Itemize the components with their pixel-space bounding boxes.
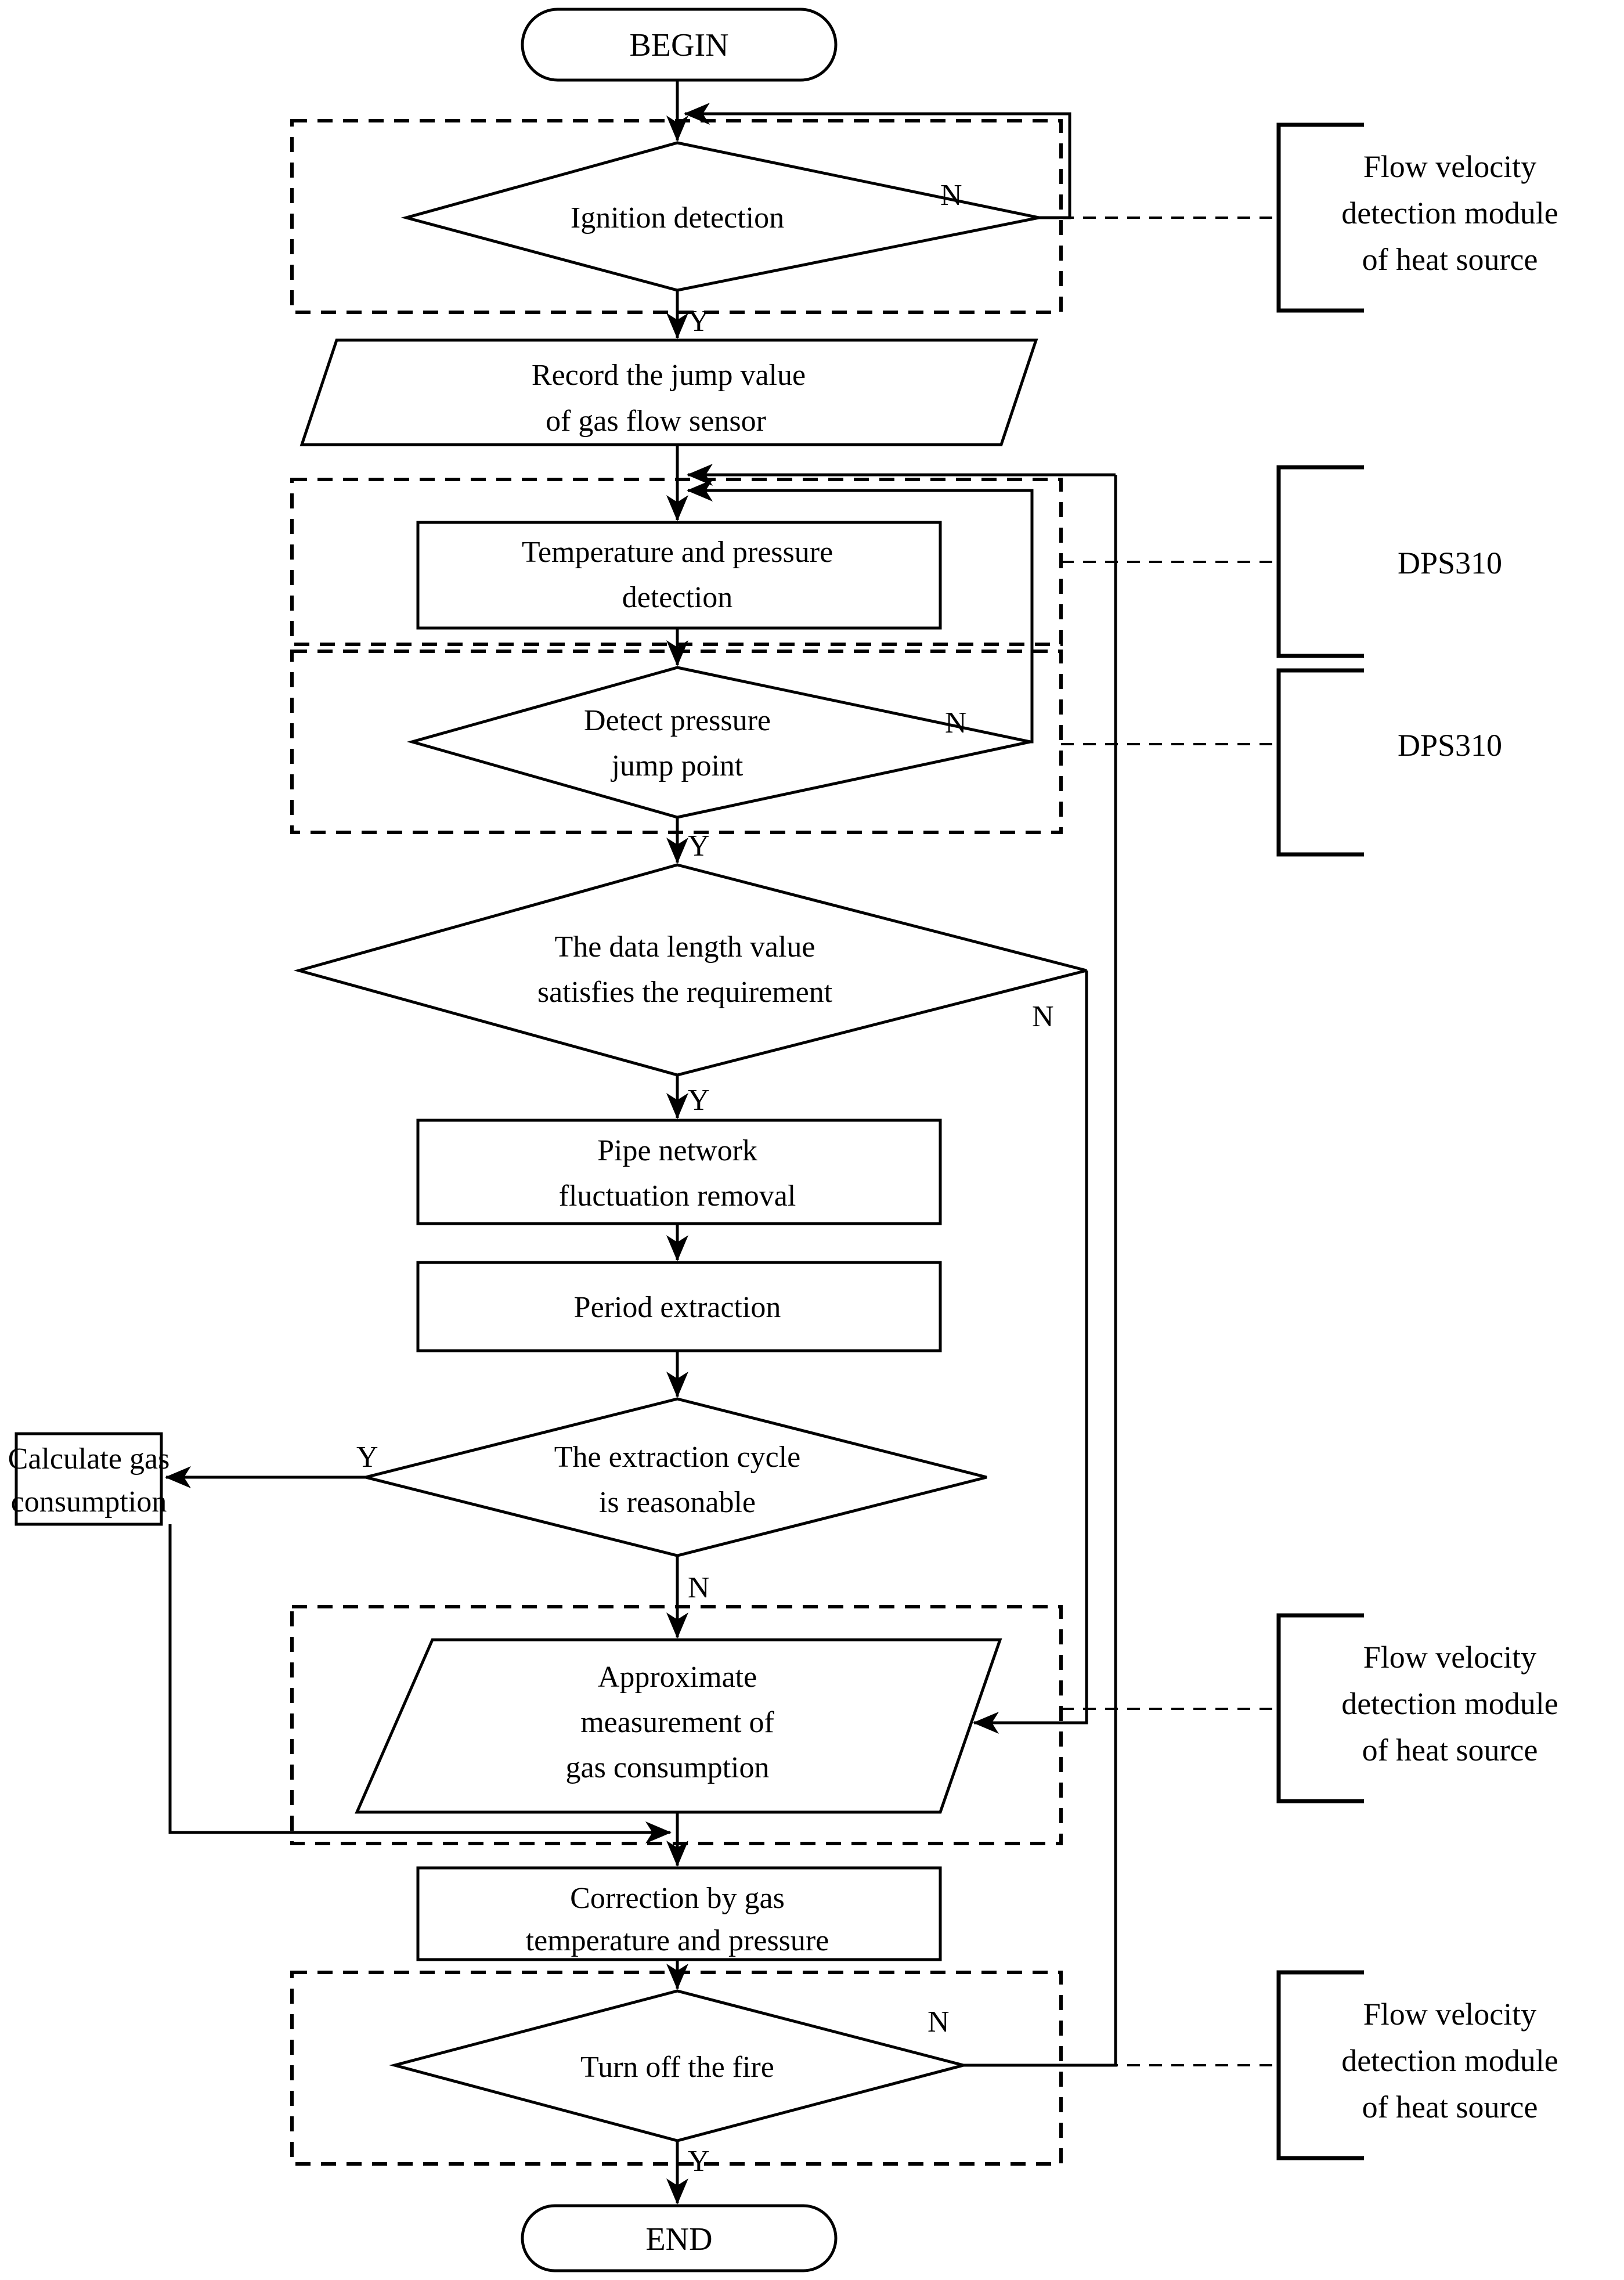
io-record-jump-value-label-line2: of gas flow sensor [546, 405, 766, 438]
io-approximate-measurement [355, 1638, 1002, 1814]
process-temperature-pressure-detection [416, 521, 942, 630]
branch-label-data-length-yes: Y [688, 1084, 710, 1117]
branch-label-extraction-cycle-yes: Y [356, 1441, 378, 1474]
process-period-extraction [416, 1261, 942, 1352]
bracket-flow-velocity-top [1276, 122, 1364, 313]
terminal-end [521, 2204, 838, 2272]
io-approximate-measurement-label-line1: Approximate [598, 1661, 757, 1694]
process-pipe-network-label-line2: fluctuation removal [559, 1179, 796, 1213]
branch-label-extraction-cycle-no: N [688, 1571, 710, 1604]
decision-ignition-detection-label: Ignition detection [571, 201, 784, 235]
annotation-flow-velocity-bottom-line2: detection module [1341, 2043, 1558, 2078]
process-pipe-network-fluctuation-removal [416, 1119, 942, 1225]
decision-data-length-value [293, 863, 1087, 1077]
connector-turn-off-fire-no-rail [963, 475, 1117, 2067]
decision-extraction-cycle-label-line2: is reasonable [599, 1486, 756, 1519]
io-approximate-measurement-label-line3: gas consumption [566, 1751, 770, 1784]
annotation-flow-velocity-bottom-line3: of heat source [1362, 2090, 1538, 2124]
decision-turn-off-the-fire-label: Turn off the fire [580, 2051, 774, 2084]
annotation-flow-velocity-middle-line3: of heat source [1362, 1733, 1538, 1767]
annotation-flow-velocity-top-line3: of heat source [1362, 242, 1538, 277]
io-record-jump-value [299, 338, 1038, 446]
io-approximate-measurement-label-line2: measurement of [580, 1706, 774, 1739]
branch-label-ignition-yes: Y [688, 305, 710, 338]
decision-data-length-label-line2: satisfies the requirement [537, 976, 833, 1009]
annotation-flow-velocity-middle-line1: Flow velocity [1363, 1640, 1536, 1675]
decision-data-length-label-line1: The data length value [554, 930, 815, 964]
process-temperature-pressure-label-line2: detection [622, 581, 733, 614]
branch-label-data-length-no: N [1032, 1000, 1054, 1033]
annotation-dps310-upper-label: DPS310 [1398, 546, 1502, 580]
connector-calculate-gas-to-correction-join [168, 1524, 672, 1844]
decision-extraction-cycle-reasonable [365, 1397, 987, 1557]
terminal-end-label: END [645, 2221, 712, 2257]
process-correction-label-line1: Correction by gas [570, 1882, 785, 1915]
branch-label-pressure-jump-yes: Y [688, 829, 710, 863]
process-calculate-gas-label-line2: consumption [11, 1485, 167, 1518]
decision-extraction-cycle-label-line1: The extraction cycle [554, 1441, 800, 1474]
io-record-jump-value-label-line1: Record the jump value [532, 359, 806, 392]
process-correction-gas-temp-pressure [416, 1866, 942, 1961]
connector-ignition-no-loop [684, 103, 1071, 219]
branch-label-pressure-jump-no: N [945, 706, 967, 739]
process-calculate-gas-label-line1: Calculate gas [8, 1442, 170, 1475]
process-temperature-pressure-label-line1: Temperature and pressure [522, 536, 833, 569]
connector-pressure-jump-no-loop [687, 479, 1034, 744]
process-correction-label-line2: temperature and pressure [526, 1924, 829, 1957]
annotation-dps310-lower-label: DPS310 [1398, 728, 1502, 763]
bracket-flow-velocity-middle [1276, 1613, 1364, 1803]
terminal-begin [521, 8, 838, 82]
annotation-flow-velocity-top-line2: detection module [1341, 196, 1558, 230]
terminal-begin-label: BEGIN [629, 27, 728, 63]
bracket-dps310-lower [1276, 668, 1364, 857]
branch-label-turn-off-fire-no: N [928, 2005, 950, 2039]
connector-data-length-no-to-approximate [973, 971, 1088, 1734]
annotation-flow-velocity-bottom-line1: Flow velocity [1363, 1997, 1536, 2032]
decision-detect-pressure-jump-label-line2: jump point [611, 749, 744, 782]
annotation-flow-velocity-middle-line2: detection module [1341, 1686, 1558, 1721]
process-calculate-gas-consumption [15, 1432, 163, 1526]
bracket-dps310-upper [1276, 465, 1364, 658]
annotation-flow-velocity-top-line1: Flow velocity [1363, 149, 1536, 184]
process-period-extraction-label: Period extraction [574, 1291, 781, 1324]
process-pipe-network-label-line1: Pipe network [597, 1134, 757, 1167]
branch-label-ignition-no: N [940, 179, 962, 212]
decision-detect-pressure-jump [406, 666, 1031, 819]
decision-detect-pressure-jump-label-line1: Detect pressure [584, 704, 771, 737]
bracket-flow-velocity-bottom [1276, 1970, 1364, 2160]
branch-label-turn-off-fire-yes: Y [688, 2145, 710, 2178]
